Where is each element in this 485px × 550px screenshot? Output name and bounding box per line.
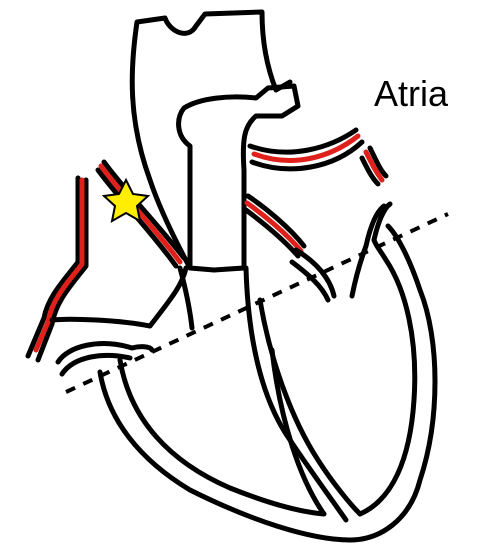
atria-label: Atria (374, 73, 449, 114)
pulmonary-trunk-outline (179, 86, 298, 270)
conduction-path-mid (247, 203, 301, 251)
mitral-valve-outline (292, 204, 390, 300)
left-ventricle-inner-outline (360, 240, 415, 514)
interventricular-septum-outline (246, 268, 360, 520)
right-ventricle-inner-outline (120, 350, 324, 514)
